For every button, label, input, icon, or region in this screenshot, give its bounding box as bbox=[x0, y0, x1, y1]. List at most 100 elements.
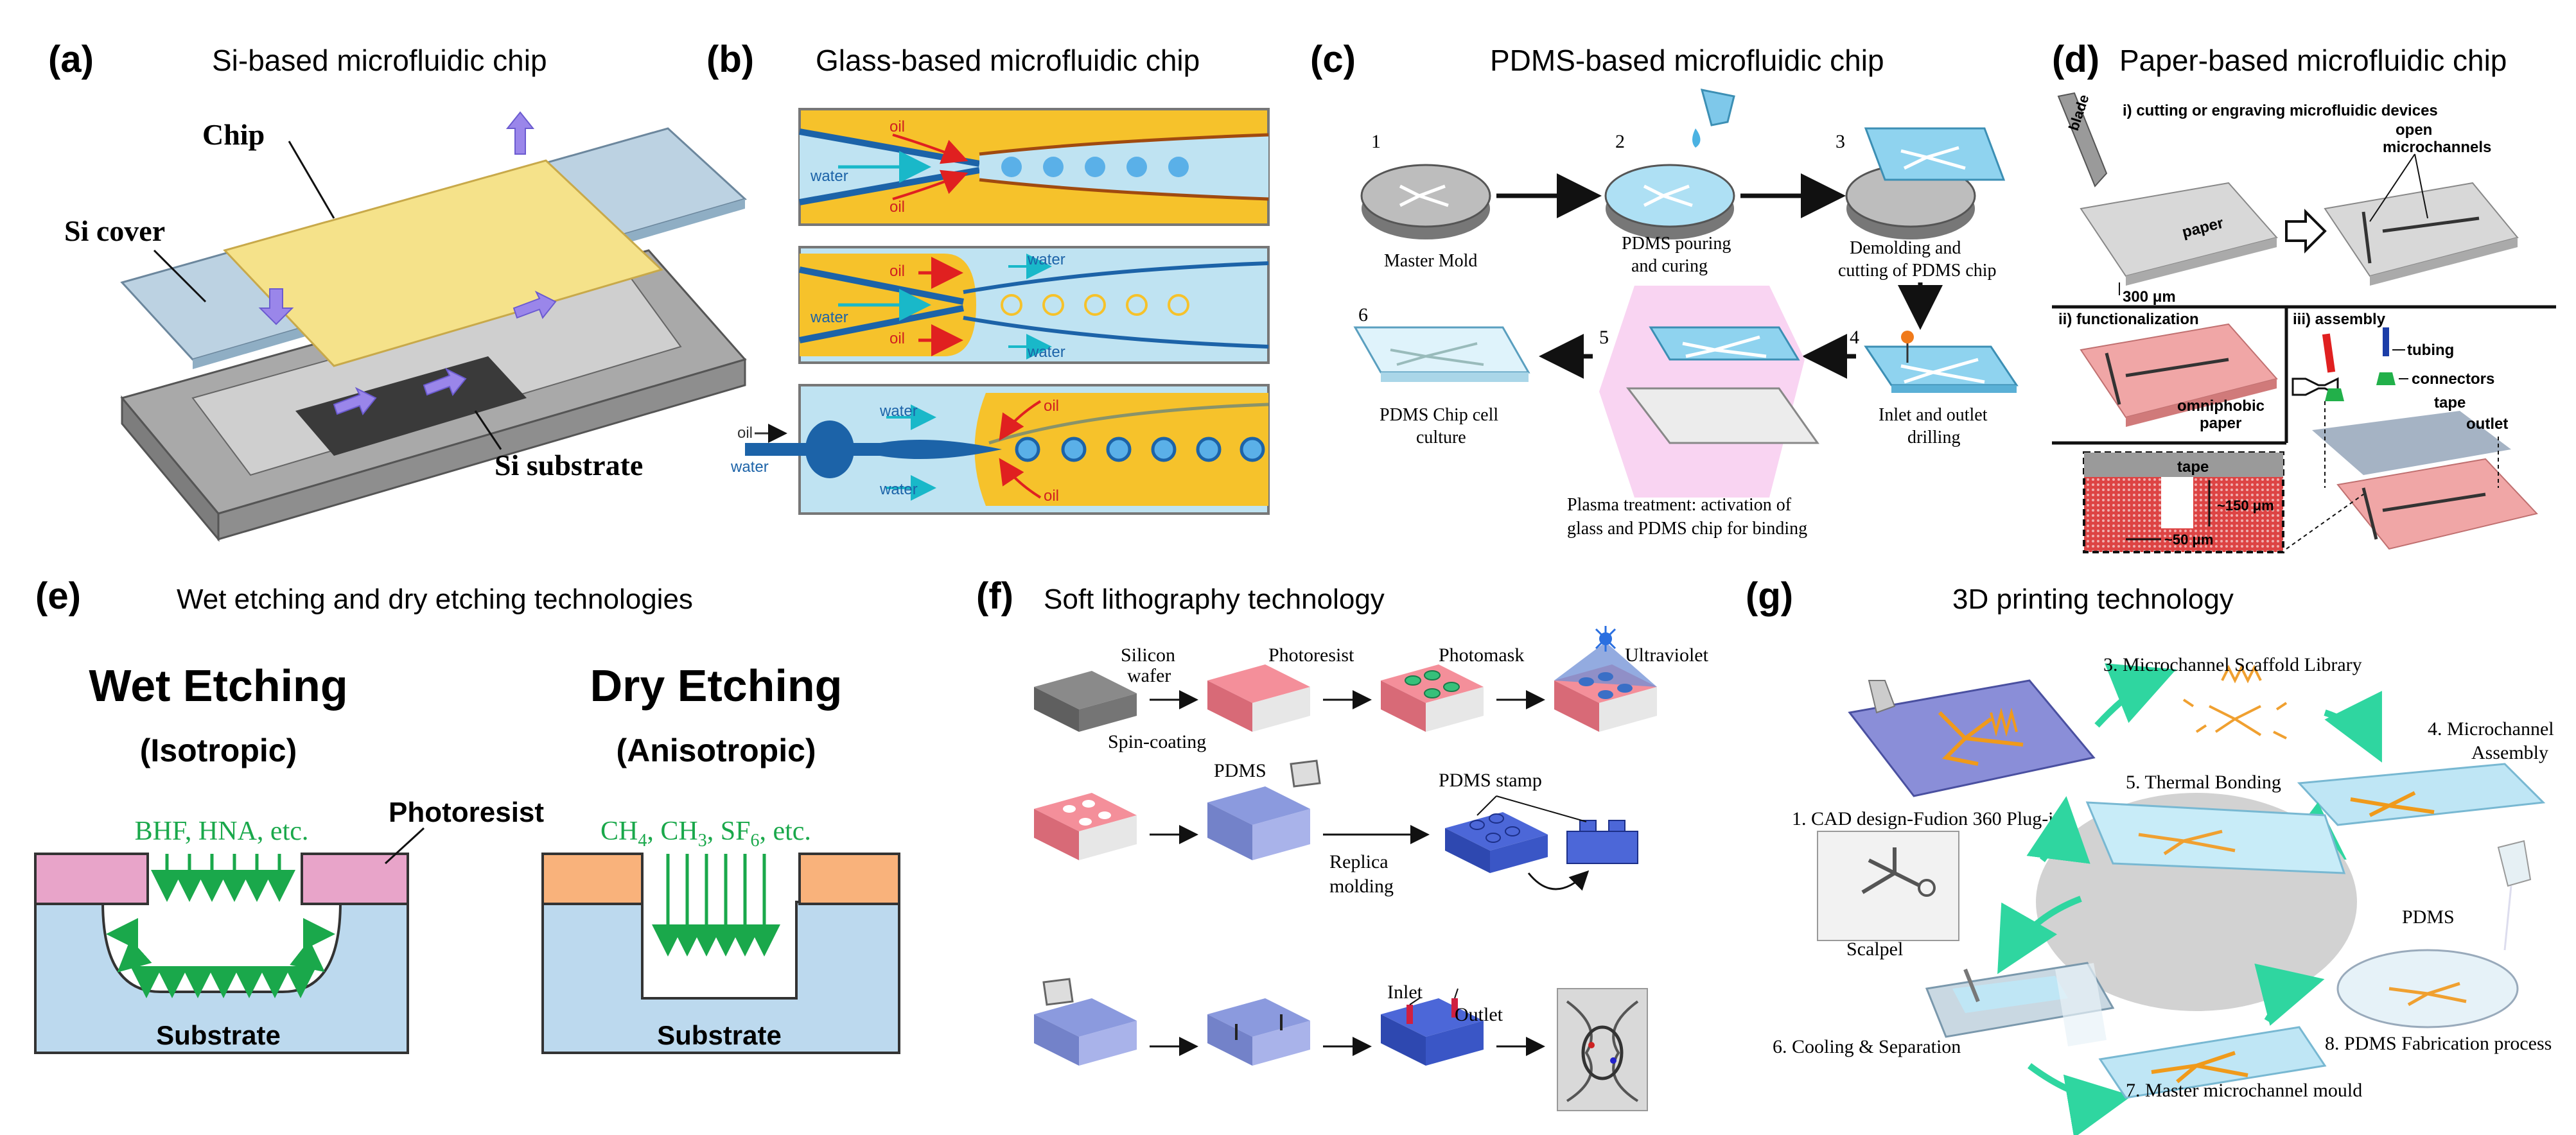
um150-label: ~150 μm bbox=[2217, 498, 2274, 514]
oil-label-1b: oil bbox=[889, 198, 905, 216]
device-photo bbox=[1557, 988, 1648, 1111]
step-2-label-b: and curing bbox=[1631, 256, 1708, 276]
outlet-label: Outlet bbox=[1455, 1004, 1503, 1025]
step-1-master-mold: 1 Master Mold bbox=[1360, 131, 1491, 271]
wafer-label: wafer bbox=[1127, 665, 1171, 686]
uv-exposure bbox=[1554, 626, 1657, 732]
pdms-cured bbox=[1207, 998, 1310, 1066]
silicon-label: Silicon bbox=[1121, 645, 1175, 666]
panel-f: (f) Soft lithography technology Silicon … bbox=[976, 575, 1709, 1111]
g-step4a-label: 4. Microchannel bbox=[2428, 718, 2554, 740]
open-label: open bbox=[2396, 121, 2432, 139]
panel-e: (e) Wet etching and dry etching technolo… bbox=[34, 575, 900, 1054]
replica-label: Replica bbox=[1329, 851, 1389, 872]
g-step8-label: 8. PDMS Fabrication process bbox=[2325, 1033, 2552, 1054]
panel-f-letter: (f) bbox=[976, 575, 1013, 617]
scaffold-library bbox=[2182, 664, 2288, 740]
flow-arrows bbox=[258, 111, 557, 415]
pdms-stamp bbox=[1445, 795, 1638, 891]
panel-e-title: Wet etching and dry etching technologies bbox=[177, 584, 693, 615]
master-mould bbox=[2098, 1026, 2327, 1099]
step-1-label: Master Mold bbox=[1384, 251, 1477, 271]
g-arrow-1-2 bbox=[2026, 796, 2090, 864]
panel-c-letter: (c) bbox=[1310, 39, 1356, 80]
patterned-master bbox=[1034, 793, 1137, 860]
wet-photoresist-left bbox=[34, 853, 149, 905]
panel-g: (g) 3D printing technology 3. Microchann… bbox=[1746, 575, 2554, 1135]
tape-label: tape bbox=[2434, 394, 2466, 412]
photomask-label: Photomask bbox=[1439, 645, 1524, 666]
paper2-label: paper bbox=[2200, 415, 2241, 432]
step-3-demold: 3 Demolding and cutting of PDMS chip bbox=[1836, 127, 2006, 281]
photomask-stack bbox=[1381, 664, 1484, 732]
water-label-3b: water bbox=[879, 481, 918, 498]
step-5-plasma: 5 Plasma treatment: activation of glass … bbox=[1567, 286, 1819, 539]
step-6-cell-culture: 6 PDMS Chip cell culture bbox=[1353, 304, 1530, 447]
panel-d-letter: (d) bbox=[2052, 39, 2099, 80]
g-arrow-2-3 bbox=[2094, 663, 2177, 728]
connector-1 bbox=[2325, 388, 2344, 401]
g-step4b-label: Assembly bbox=[2471, 742, 2548, 763]
isotropic-label: (Isotropic) bbox=[140, 732, 297, 768]
step-6-label-b: culture bbox=[1416, 428, 1466, 447]
g-arrow-7-8 bbox=[2254, 963, 2325, 1026]
panel-f-title: Soft lithography technology bbox=[1044, 584, 1385, 615]
bonding-slide bbox=[2085, 801, 2346, 874]
step-4-num: 4 bbox=[1850, 327, 1859, 348]
panel-b-title: Glass-based microfluidic chip bbox=[816, 44, 1200, 77]
omniphobic-label: omniphobic bbox=[2177, 397, 2265, 415]
chip-shape bbox=[223, 159, 663, 367]
d-step3-label: iii) assembly bbox=[2293, 311, 2386, 328]
oil-label-3: oil bbox=[737, 424, 753, 442]
panel-d-title: Paper-based microfluidic chip bbox=[2119, 44, 2507, 77]
wet-substrate-label: Substrate bbox=[156, 1020, 281, 1050]
water-label-2b: water bbox=[1027, 251, 1065, 268]
step-3-label-b: cutting of PDMS chip bbox=[1838, 261, 1997, 281]
panel-g-title: 3D printing technology bbox=[1952, 584, 2234, 615]
wet-photoresist-right bbox=[301, 853, 409, 905]
step-4-drilling: 4 Inlet and outlet drilling bbox=[1850, 327, 2019, 447]
dry-substrate bbox=[541, 901, 900, 1054]
pdms-casting bbox=[1034, 978, 1137, 1066]
g-step7-label: 7. Master microchannel mould bbox=[2126, 1080, 2362, 1101]
step-1-num: 1 bbox=[1371, 131, 1381, 152]
flow-focus-diagram-1: water oil oil bbox=[798, 108, 1270, 226]
step-2-label-a: PDMS pouring bbox=[1622, 234, 1731, 254]
water-label-3c: water bbox=[730, 458, 769, 476]
substrate-leader bbox=[474, 410, 502, 450]
um50-label: ~50 μm bbox=[2164, 532, 2213, 548]
panel-b-letter: (b) bbox=[706, 39, 754, 80]
water-label-3a: water bbox=[879, 403, 918, 420]
e-photoresist-label: Photoresist bbox=[389, 797, 544, 828]
photoresist-coated bbox=[1207, 664, 1310, 732]
um300-label: 300 μm bbox=[2123, 288, 2176, 306]
pdms-pour bbox=[1207, 759, 1321, 860]
blade-icon bbox=[2057, 92, 2108, 187]
tape2-label: tape bbox=[2177, 458, 2209, 476]
g-step5-label: 5. Thermal Bonding bbox=[2126, 772, 2281, 793]
panel-d: (d) Paper-based microfluidic chip blade … bbox=[2052, 39, 2556, 553]
panel-g-letter: (g) bbox=[1746, 575, 1793, 617]
step-5-num: 5 bbox=[1599, 327, 1609, 348]
microchannels-label: microchannels bbox=[2383, 139, 2491, 156]
oil-label-1a: oil bbox=[889, 118, 905, 135]
outlet-label: outlet bbox=[2466, 415, 2508, 433]
step-2-num: 2 bbox=[1615, 131, 1625, 152]
oil-label-2b: oil bbox=[889, 330, 905, 347]
panel-a: (a) Si-based microfluidic chip bbox=[48, 39, 747, 542]
pdms-dish bbox=[2336, 949, 2519, 1028]
connectors-label: connectors bbox=[2412, 370, 2494, 388]
oil-label-3a: oil bbox=[1044, 397, 1059, 415]
f-photoresist-label: Photoresist bbox=[1268, 645, 1354, 666]
wet-etch-arrows bbox=[106, 854, 335, 998]
scalpel-label: Scalpel bbox=[1846, 939, 1903, 960]
flow-focus-diagram-2: water oil oil water water bbox=[798, 246, 1270, 364]
scalpel-icon bbox=[1963, 968, 1980, 1003]
glass-slide-assembly bbox=[2297, 763, 2546, 826]
panel-b: (b) Glass-based microfluidic chip water … bbox=[706, 39, 1270, 515]
panel-e-letter: (e) bbox=[35, 575, 81, 617]
g-step3-label: 3. Microchannel Scaffold Library bbox=[2103, 654, 2362, 675]
oil-label-3b: oil bbox=[1044, 487, 1059, 505]
connector-2 bbox=[2376, 372, 2396, 385]
